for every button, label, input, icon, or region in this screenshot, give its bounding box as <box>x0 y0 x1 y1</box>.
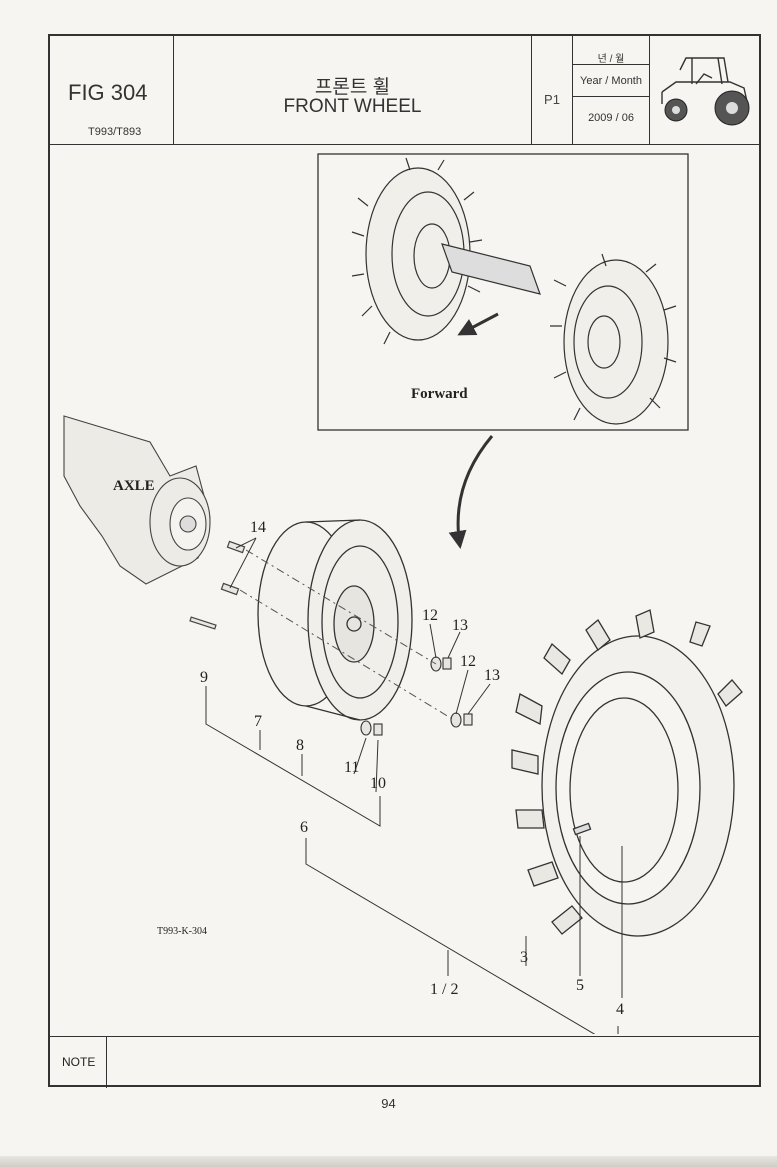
callout-12-upper: 12 <box>422 607 438 624</box>
callout-9: 9 <box>200 669 208 686</box>
callout-3: 3 <box>520 949 528 966</box>
drawing-code: T993-K-304 <box>157 926 207 937</box>
callout-1-2: 1 / 2 <box>430 981 458 998</box>
callout-6: 6 <box>300 819 308 836</box>
figure-number: FIG 304 <box>68 80 148 105</box>
callout-13-lower: 13 <box>484 667 500 684</box>
callout-13-upper: 13 <box>452 617 468 634</box>
callout-8: 8 <box>296 737 304 754</box>
date-label-english: Year / Month <box>580 75 642 87</box>
axle-housing <box>63 415 211 585</box>
date-divider-1 <box>573 64 650 65</box>
front-tire <box>511 609 743 937</box>
catalog-frame: FIG 304 T993/T893 프론트 휠 FRONT WHEEL P1 년… <box>48 34 761 1088</box>
callout-7: 7 <box>254 713 262 730</box>
page-code: P1 <box>544 92 560 107</box>
inset-frame <box>317 153 689 431</box>
title-english: FRONT WHEEL <box>283 96 422 117</box>
date-cell <box>573 36 650 144</box>
callout-10: 10 <box>370 775 386 792</box>
date-divider-2 <box>573 96 650 97</box>
wheel-rim <box>257 519 413 721</box>
callout-14: 14 <box>250 519 266 536</box>
model-code: T993/T893 <box>88 126 142 138</box>
centerlines <box>239 549 455 721</box>
note-row: NOTE <box>50 1036 759 1088</box>
title-korean: 프론트 휠 <box>314 77 391 98</box>
exploded-parts-diagram: Forward AXLE <box>63 153 743 1034</box>
axle-label: AXLE <box>113 478 155 494</box>
callout-11: 11 <box>344 759 359 776</box>
exploded-view-arrow <box>448 435 494 549</box>
callout-4: 4 <box>616 1001 624 1018</box>
page-code-cell <box>532 36 573 144</box>
forward-arrow <box>457 312 499 336</box>
note-separator <box>106 1037 107 1088</box>
tractor-icon <box>661 57 750 126</box>
forward-label: Forward <box>411 386 468 402</box>
callout-5: 5 <box>576 977 584 994</box>
note-label: NOTE <box>62 1055 96 1069</box>
leader-lines <box>205 537 623 1034</box>
date-value: 2009 / 06 <box>588 112 634 124</box>
figure-cell <box>50 36 174 144</box>
page-number: 94 <box>381 1096 396 1111</box>
date-label-korean: 년 / 월 <box>597 54 625 65</box>
inset-axle-assembly <box>351 157 677 425</box>
header-bottom-rule <box>50 144 759 145</box>
title-cell <box>174 36 532 144</box>
scan-edge <box>0 1156 777 1167</box>
callout-12-lower: 12 <box>460 653 476 670</box>
